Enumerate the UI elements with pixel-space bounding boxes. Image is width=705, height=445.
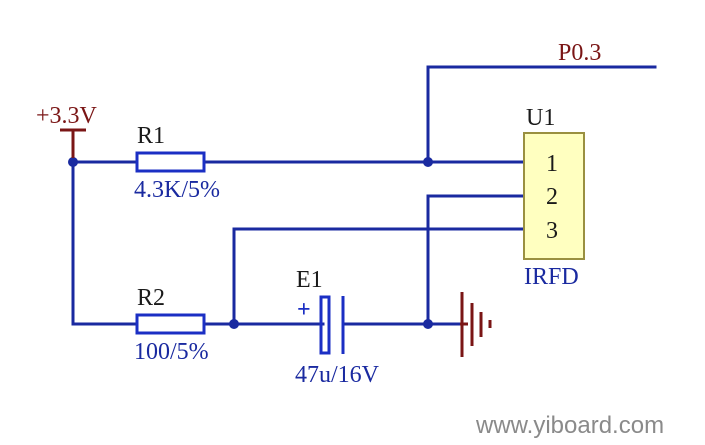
e1-positive-plate — [319, 295, 331, 355]
junction-p03 — [423, 157, 433, 167]
junction-gnd — [423, 319, 433, 329]
e1-value-label: 47u/16V — [295, 362, 380, 388]
r1-value-label: 4.3K/5% — [134, 177, 220, 203]
r2-value-label: 100/5% — [134, 339, 209, 365]
e1-polarity-label: + — [297, 297, 311, 323]
power-port-3v3 — [60, 128, 86, 158]
junction-vcc — [68, 157, 78, 167]
ground-symbol — [460, 292, 492, 357]
u1-pin2-label: 2 — [546, 184, 558, 210]
u1-ref-label: U1 — [526, 105, 555, 131]
wire-pin2 — [426, 194, 526, 326]
e1-ref-label: E1 — [296, 267, 323, 293]
watermark: www.yiboard.com — [475, 412, 664, 439]
r2-ref-label: R2 — [137, 285, 165, 311]
r2-resistor-body — [135, 313, 206, 335]
wire-vcc-to-r2 — [71, 160, 139, 326]
junction-r2-cap — [229, 319, 239, 329]
u1-value-label: IRFD — [524, 264, 579, 290]
wires — [71, 65, 657, 326]
wire-p03 — [426, 65, 657, 164]
r1-resistor-body — [135, 151, 206, 173]
r1-ref-label: R1 — [137, 123, 165, 149]
u1-body — [523, 132, 585, 260]
junctions — [68, 157, 433, 329]
u1-pin1-label: 1 — [546, 151, 558, 177]
power-label: +3.3V — [36, 103, 98, 129]
u1-pin3-label: 3 — [546, 218, 558, 244]
e1-capacitor — [319, 295, 345, 355]
wire-pin3 — [232, 227, 526, 326]
net-label-p03: P0.3 — [558, 40, 601, 66]
